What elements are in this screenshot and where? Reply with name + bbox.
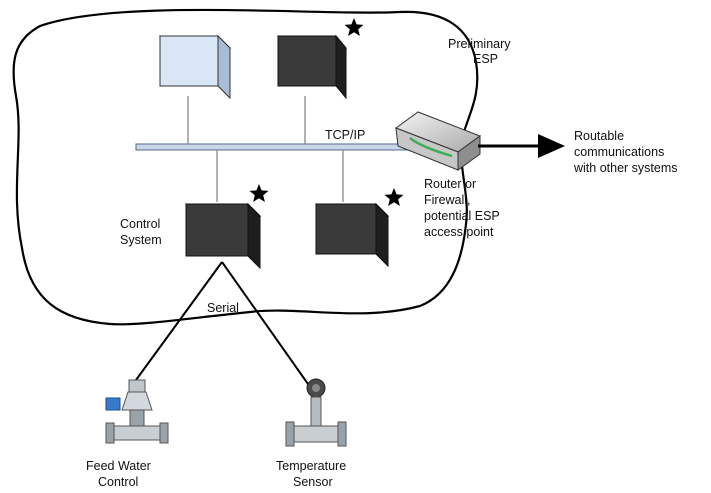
valve-icon	[105, 379, 169, 444]
external-label-line-3: with other systems	[573, 161, 678, 175]
router-label-line-1: Router or	[424, 177, 476, 191]
server-icon	[158, 34, 232, 100]
feed-water-label-line-2: Control	[98, 475, 138, 489]
star-icon	[249, 184, 269, 202]
star-icon	[344, 18, 364, 36]
control-label-line-1: Control	[120, 217, 160, 231]
star-icon	[384, 188, 404, 206]
external-label-line-2: communications	[574, 145, 664, 159]
feed-water-label-line-1: Feed Water	[86, 459, 151, 473]
router-label-line-2: Firewall,	[424, 193, 471, 207]
external-label-line-1: Routable	[574, 129, 624, 143]
server-icon	[184, 202, 262, 270]
server-icon	[314, 202, 390, 268]
temperature-label-line-1: Temperature	[276, 459, 346, 473]
network-label: TCP/IP	[325, 128, 365, 142]
router-icon	[394, 111, 482, 171]
sensor-icon	[285, 378, 347, 447]
zone-title-line-2: ESP	[473, 52, 498, 66]
server-icon	[276, 34, 348, 100]
zone-title-line-1: Preliminary	[448, 37, 511, 51]
serial-label: Serial	[207, 301, 239, 315]
serial-links	[135, 261, 309, 385]
tcp-ip-bus	[135, 143, 417, 151]
esp-boundary	[12, 8, 479, 326]
temperature-label-line-2: Sensor	[293, 475, 333, 489]
bus-connectors	[187, 96, 344, 202]
control-label-line-2: System	[120, 233, 162, 247]
router-label-line-4: access point	[424, 225, 494, 239]
router-label-line-3: potential ESP	[424, 209, 500, 223]
